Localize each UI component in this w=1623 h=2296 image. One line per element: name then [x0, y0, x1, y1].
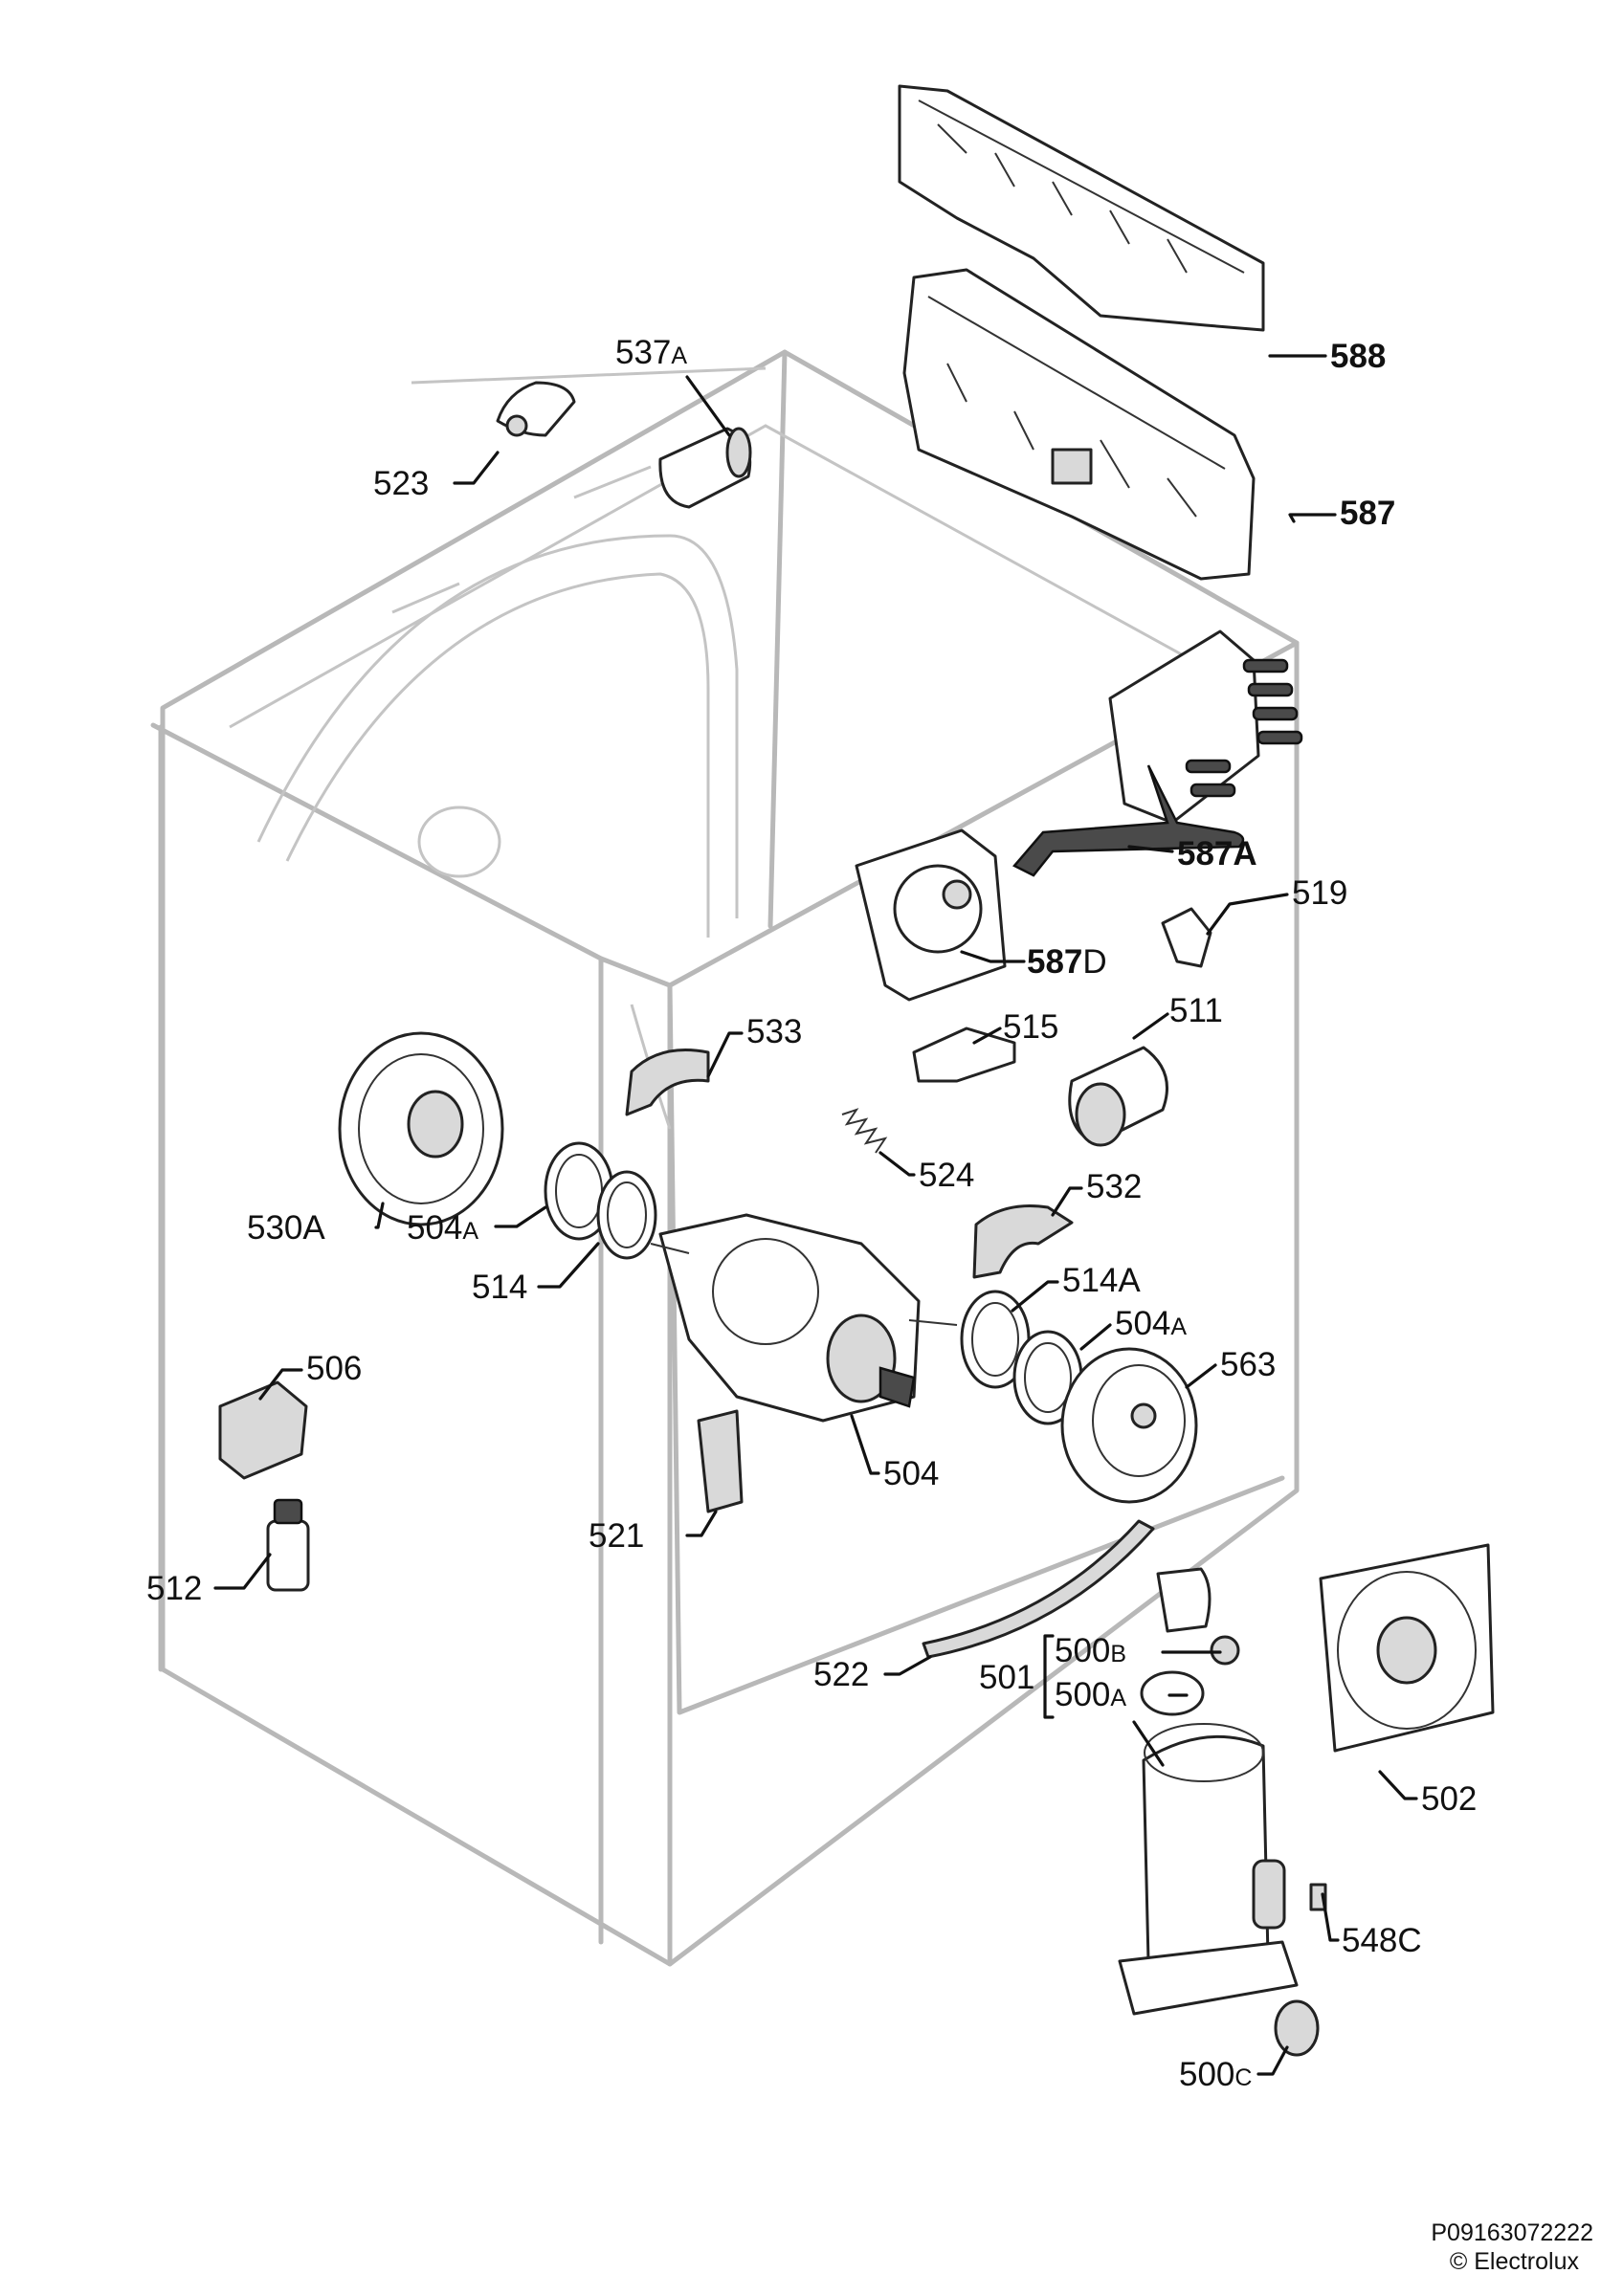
label-515: 515	[1003, 1008, 1058, 1046]
part-521	[697, 1409, 744, 1513]
part-519	[1161, 907, 1212, 968]
part-587a-module	[1012, 629, 1303, 877]
part-522	[922, 1519, 1155, 1659]
label-514: 514	[472, 1269, 527, 1306]
part-533	[625, 1049, 710, 1116]
part-532	[972, 1203, 1074, 1279]
part-530a-fan-wheel	[338, 1031, 504, 1226]
part-504-motor	[650, 1213, 958, 1423]
label-500b: 500B	[1055, 1632, 1126, 1669]
part-515	[912, 1027, 1016, 1083]
label-548c: 548C	[1342, 1922, 1422, 1959]
label-514a: 514A	[1062, 1262, 1141, 1299]
label-501: 501	[979, 1659, 1034, 1696]
label-522: 522	[813, 1656, 869, 1693]
label-524: 524	[919, 1157, 974, 1194]
callout-labels: 588 587 537A 523 587A 519 587D 533 515 5…	[146, 334, 1477, 2093]
part-523	[496, 381, 576, 437]
label-587: 587	[1340, 495, 1395, 532]
label-504a-right: 504A	[1115, 1305, 1187, 1342]
part-500b-500a	[1140, 1567, 1240, 1716]
part-rings-left	[544, 1141, 657, 1260]
part-500c	[1274, 1999, 1320, 2057]
label-587d: 587D	[1027, 943, 1107, 981]
label-532: 532	[1086, 1168, 1142, 1205]
part-512	[266, 1498, 310, 1592]
cabinet-outline	[150, 349, 1300, 1967]
diagram-code: P09163072222	[1431, 2219, 1593, 2246]
label-511: 511	[1169, 992, 1223, 1029]
part-588-cover	[898, 84, 1265, 332]
label-502: 502	[1421, 1780, 1477, 1818]
part-506	[218, 1380, 308, 1480]
part-511	[1068, 1046, 1168, 1147]
part-compressor	[1118, 1723, 1299, 2016]
leader-lines	[213, 354, 1418, 2076]
label-588: 588	[1330, 338, 1386, 375]
label-500c: 500C	[1179, 2056, 1252, 2093]
label-537a: 537A	[615, 334, 687, 371]
footer: P09163072222 © Electrolux	[1431, 2219, 1593, 2275]
part-563-pulley	[1060, 1347, 1198, 1504]
label-530a: 530A	[247, 1209, 325, 1247]
part-548c	[1309, 1883, 1327, 1911]
label-512: 512	[146, 1570, 202, 1607]
part-587-board	[902, 268, 1256, 581]
part-537a-capacitor	[658, 427, 752, 509]
label-523: 523	[373, 465, 429, 502]
copyright-text: © Electrolux	[1450, 2248, 1580, 2275]
label-504: 504	[883, 1455, 939, 1492]
label-504a-left: 504A	[407, 1209, 478, 1247]
label-533: 533	[746, 1013, 802, 1050]
label-563: 563	[1220, 1346, 1276, 1383]
label-506: 506	[306, 1350, 362, 1387]
label-519: 519	[1292, 874, 1347, 912]
label-587a: 587A	[1177, 835, 1257, 872]
part-502-axial-fan	[1319, 1543, 1495, 1753]
label-521: 521	[589, 1517, 644, 1555]
label-500a: 500A	[1055, 1676, 1126, 1713]
part-587d-selector	[855, 828, 1007, 1002]
part-524-spring	[841, 1108, 888, 1154]
